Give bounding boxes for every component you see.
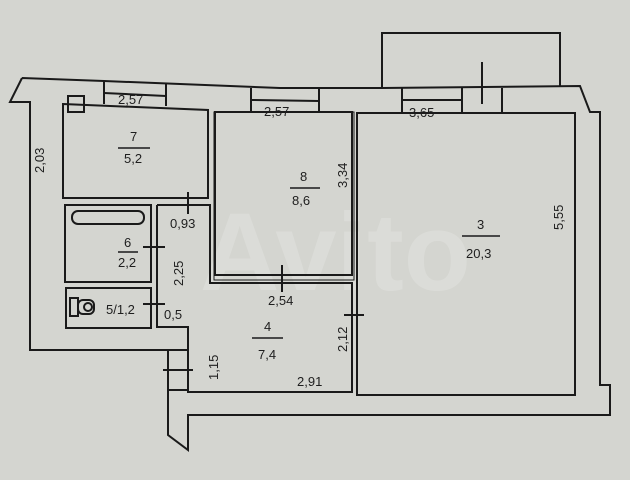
kitchen-walls — [62, 102, 209, 199]
toilet-walls — [65, 287, 152, 329]
corridor-length: 2,25 — [171, 261, 186, 286]
kitchen-width: 2,57 — [118, 92, 143, 107]
toilet-label: 5/1,2 — [106, 302, 135, 317]
hall-walls — [156, 204, 353, 393]
hall-width-bottom: 2,91 — [297, 374, 322, 389]
toilet-icon — [69, 297, 95, 317]
kitchen-number: 7 — [130, 129, 137, 144]
hall-number: 4 — [264, 319, 271, 334]
watermark: Avito — [200, 191, 471, 314]
hall-area: 7,4 — [258, 347, 276, 362]
room8-width: 2,57 — [264, 104, 289, 119]
corridor-width: 0,93 — [170, 216, 195, 231]
balcony — [381, 32, 561, 88]
room3-depth: 5,55 — [551, 205, 566, 230]
outer-wall — [8, 77, 611, 452]
hall-depth: 2,12 — [335, 327, 350, 352]
kitchen-depth: 2,03 — [32, 148, 47, 173]
room3-walls — [356, 112, 576, 396]
stove-icon — [67, 95, 85, 113]
room8-depth: 3,34 — [335, 163, 350, 188]
hall-width-top: 2,54 — [268, 293, 293, 308]
bathroom-area: 2,2 — [118, 255, 136, 270]
bathtub-icon — [71, 210, 145, 225]
room3-number: 3 — [477, 217, 484, 232]
room8-area: 8,6 — [292, 193, 310, 208]
windows — [103, 62, 503, 113]
corridor-gap: 0,5 — [164, 307, 182, 322]
room8-number: 8 — [300, 169, 307, 184]
corridor-entry: 1,15 — [206, 355, 221, 380]
bathroom-walls — [64, 204, 152, 283]
bathroom-number: 6 — [124, 235, 131, 250]
door-marks — [143, 192, 364, 391]
room3-area: 20,3 — [466, 246, 491, 261]
room3-width: 3,65 — [409, 105, 434, 120]
kitchen-area: 5,2 — [124, 151, 142, 166]
